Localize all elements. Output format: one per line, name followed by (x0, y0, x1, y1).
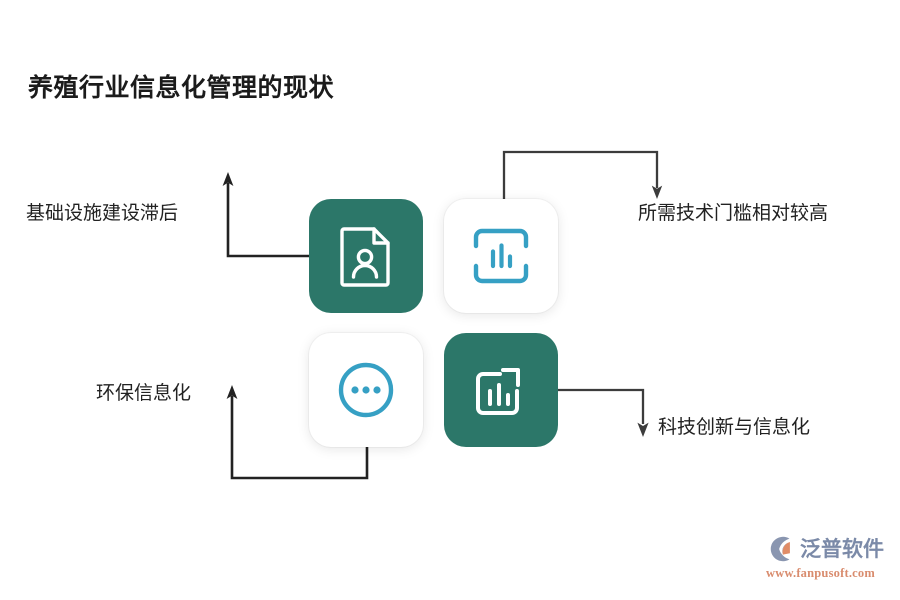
connector-infra (222, 172, 309, 258)
circle-ellipsis-icon (338, 362, 394, 418)
bar-chart-arrow-icon (476, 368, 520, 415)
fanpu-logo-icon (770, 536, 790, 562)
node-tile-env[interactable] (309, 333, 423, 447)
connector-tech (502, 150, 663, 199)
brand-name: 泛普软件 (800, 536, 884, 561)
node-tile-tech[interactable] (444, 199, 558, 313)
node-label-innovate: 科技创新与信息化 (658, 417, 811, 438)
node-label-tech: 所需技术门槛相对较高 (638, 203, 829, 224)
bar-chart-scan-icon (473, 228, 529, 284)
node-tile-infra[interactable] (309, 199, 423, 313)
node-label-env: 环保信息化 (96, 383, 192, 404)
brand-row: 泛普软件 (766, 534, 890, 564)
connector-innovate (558, 388, 649, 437)
brand-url: www.fanpusoft.com (766, 566, 875, 580)
brand-watermark: 泛普软件 www.fanpusoft.com (766, 534, 890, 586)
page-title: 养殖行业信息化管理的现状 (28, 75, 335, 102)
node-tile-innovate[interactable] (444, 333, 558, 447)
document-person-icon (340, 227, 390, 287)
node-label-infra: 基础设施建设滞后 (26, 203, 179, 224)
